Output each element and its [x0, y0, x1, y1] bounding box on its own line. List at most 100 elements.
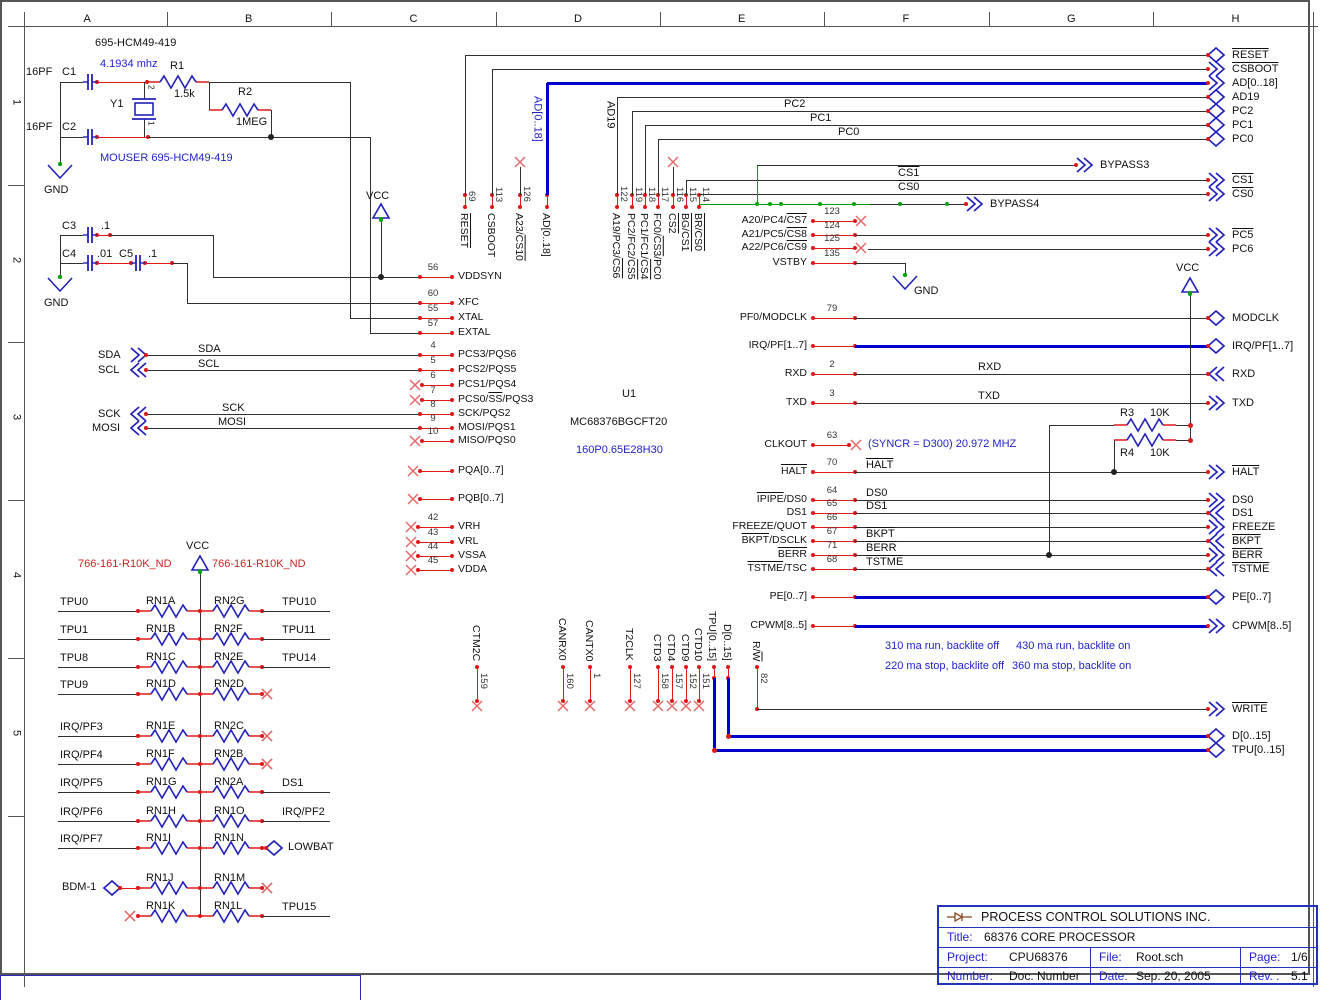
resistor-rn1o[interactable] — [200, 813, 262, 829]
junction-dot — [1111, 469, 1117, 475]
cap-ref-c5: C5 — [119, 248, 134, 260]
connection-dot — [416, 554, 420, 558]
resistor-rn1n[interactable] — [200, 840, 262, 856]
resistor-rn1c[interactable] — [138, 659, 200, 675]
resistor-rn1j[interactable] — [138, 880, 200, 896]
resistor-rn1i[interactable] — [138, 840, 200, 856]
port-tpu-0-15[interactable] — [1206, 741, 1226, 759]
crystal-y1[interactable] — [130, 98, 158, 121]
wire — [686, 667, 687, 701]
port-cs0[interactable] — [1208, 185, 1226, 203]
resistor-rn2f[interactable] — [200, 631, 262, 647]
port-berr[interactable] — [1208, 546, 1226, 564]
resistor-rn2c[interactable] — [200, 728, 262, 744]
port-freeze[interactable] — [1208, 518, 1226, 536]
resistor-rn1d[interactable] — [138, 686, 200, 702]
port-pc2[interactable] — [1206, 102, 1226, 120]
resistor-r3[interactable] — [1114, 417, 1176, 433]
connection-dot — [811, 511, 815, 515]
resistor-rn1g[interactable] — [138, 784, 200, 800]
port-label-cpwm-8-5: CPWM[8..5] — [1232, 620, 1292, 632]
port-pe-0-7[interactable] — [1206, 588, 1226, 606]
connection-dot — [260, 734, 264, 738]
port-cpwm-8-5[interactable] — [1208, 617, 1226, 635]
port-cs1[interactable] — [1208, 171, 1226, 189]
port-d-0-15[interactable] — [1206, 727, 1226, 745]
port-pc5[interactable] — [1208, 226, 1226, 244]
column-letter-a: A — [83, 13, 91, 25]
no-connect-x — [409, 435, 421, 447]
connection-dot — [490, 205, 494, 209]
port-sck[interactable] — [129, 405, 148, 423]
label-mouser-695-hcm49-419: MOUSER 695-HCM49-419 — [100, 152, 233, 164]
capacitor-c1[interactable] — [83, 73, 97, 91]
pin-name: VRL — [458, 535, 479, 547]
port-tstme[interactable] — [1207, 560, 1226, 578]
capacitor-c3[interactable] — [83, 226, 97, 244]
resistor-r2[interactable] — [209, 102, 271, 118]
port-pc6[interactable] — [1208, 240, 1226, 258]
resistor-rn1l[interactable] — [200, 908, 262, 924]
pin-name: CSBOOT — [485, 213, 498, 258]
resistor-rn2d[interactable] — [200, 686, 262, 702]
port-mosi[interactable] — [129, 419, 148, 437]
connection-dot — [779, 202, 783, 206]
port-reset[interactable] — [1206, 46, 1226, 64]
wire — [813, 555, 855, 556]
port-irq-pf-1-7[interactable] — [1206, 337, 1226, 355]
resistor-rn1f[interactable] — [138, 756, 200, 772]
port-pc1[interactable] — [1206, 116, 1226, 134]
port-pc0[interactable] — [1206, 130, 1226, 148]
port-write[interactable] — [1208, 700, 1226, 718]
port-halt[interactable] — [1208, 463, 1226, 481]
port-bypass4[interactable] — [966, 195, 984, 213]
port-ad19[interactable] — [1206, 88, 1226, 106]
resistor-rn1k[interactable] — [138, 908, 200, 924]
port-label-rxd: RXD — [1232, 368, 1256, 380]
wire — [60, 137, 83, 138]
pin-name: CTD4 — [665, 633, 678, 661]
resistor-r4[interactable] — [1114, 432, 1176, 448]
capacitor-c5[interactable] — [131, 254, 145, 272]
port-csboot[interactable] — [1208, 60, 1226, 78]
pin-number: 2 — [829, 359, 835, 370]
resistor-rn2a[interactable] — [200, 784, 262, 800]
resistor-r1[interactable] — [147, 74, 209, 90]
pin-number: 69 — [465, 191, 477, 202]
capacitor-c2[interactable] — [83, 128, 97, 146]
resistor-rn2g[interactable] — [200, 603, 262, 619]
resistor-rn2e[interactable] — [200, 659, 262, 675]
wire — [813, 513, 855, 514]
pin-number: 127 — [630, 673, 642, 689]
resistor-rn2b[interactable] — [200, 756, 262, 772]
port-ds0[interactable] — [1208, 491, 1226, 509]
chip-u1[interactable] — [0, 975, 361, 1000]
connection-dot — [144, 353, 148, 357]
capacitor-c4[interactable] — [83, 254, 97, 272]
connection-dot — [450, 353, 454, 357]
connection-dot — [198, 819, 202, 823]
res-ref-r3: R3 — [1120, 407, 1135, 419]
port-ad-0-18[interactable] — [1208, 74, 1226, 92]
port-label-freeze: FREEZE — [1232, 521, 1276, 533]
resistor-rn1e[interactable] — [138, 728, 200, 744]
resistor-rn1m[interactable] — [200, 880, 262, 896]
port-lowbat[interactable] — [264, 839, 284, 857]
port-txd[interactable] — [1208, 394, 1226, 412]
resistor-rn1a[interactable] — [138, 603, 200, 619]
resistor-rn1b[interactable] — [138, 631, 200, 647]
port-bypass3[interactable] — [1076, 156, 1094, 174]
connection-dot — [628, 665, 632, 669]
resistor-rn1h[interactable] — [138, 813, 200, 829]
port-scl[interactable] — [129, 361, 148, 379]
pin-name: BKPT/DSCLK — [741, 534, 807, 546]
pin-name: PCS2/PQS5 — [458, 363, 517, 375]
port-rxd[interactable] — [1207, 365, 1226, 383]
port-modclk[interactable] — [1206, 309, 1226, 327]
sheet-border — [0, 0, 1310, 975]
pin-number: 56 — [427, 262, 439, 273]
wire — [200, 571, 201, 916]
label-360-ma-stop-backlite-on: 360 ma stop, backlite on — [1012, 660, 1132, 672]
column-tick — [824, 12, 825, 26]
connection-dot — [545, 205, 549, 209]
